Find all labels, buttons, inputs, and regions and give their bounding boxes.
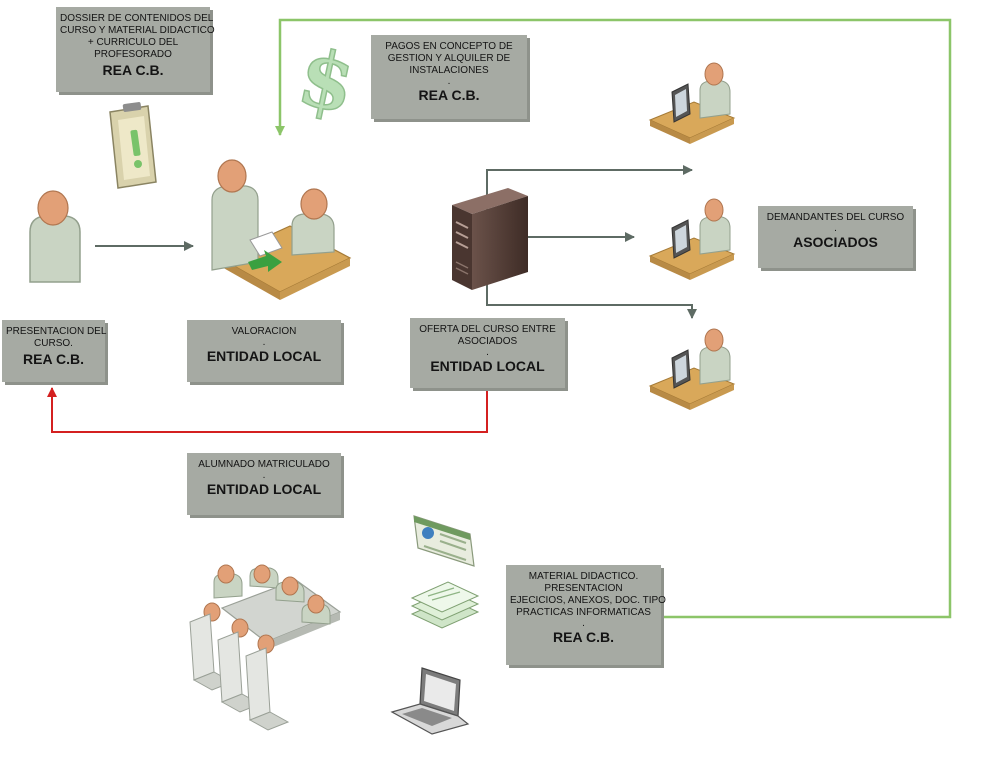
- arrow-material-loop: [275, 18, 952, 619]
- material-line-4: PRACTICAS INFORMATICAS: [516, 607, 651, 618]
- web-page-icon: [413, 515, 475, 567]
- user-at-computer-icon-bottom: [648, 328, 736, 410]
- material-box: MATERIAL DIDACTICO. PRESENTACION EJECICI…: [506, 565, 666, 665]
- oferta-line-1: OFERTA DEL CURSO ENTRE: [419, 324, 556, 335]
- oferta-entity: ENTIDAD LOCAL: [430, 358, 545, 374]
- server-icon: [452, 188, 528, 290]
- material-dot: .: [582, 618, 585, 629]
- alumnado-line-1: ALUMNADO MATRICULADO: [198, 459, 330, 470]
- user-at-computer-icon-top: [648, 62, 736, 144]
- pagos-line-2: GESTION Y ALQUILER DE: [387, 53, 511, 64]
- valoracion-entity: ENTIDAD LOCAL: [206, 348, 322, 364]
- dossier-line-1: DOSSIER DE CONTENIDOS DEL: [60, 13, 214, 24]
- alumnado-entity: ENTIDAD LOCAL: [206, 481, 322, 497]
- pagos-dot: .: [447, 76, 451, 87]
- pagos-line-1: PAGOS EN CONCEPTO DE: [385, 41, 513, 52]
- laptop-icon: [390, 667, 470, 735]
- pagos-entity: REA C.B.: [418, 87, 480, 103]
- presentacion-line-1: PRESENTACION DEL: [6, 326, 107, 337]
- user-at-computer-icon-middle: [648, 198, 736, 280]
- demandantes-dot: .: [834, 223, 837, 234]
- arrow-return-to-presentation: [47, 387, 488, 433]
- demandantes-box: DEMANDANTES DEL CURSO . ASOCIADOS: [758, 206, 913, 268]
- oferta-line-2: ASOCIADOS: [457, 336, 518, 347]
- dossier-line-4: PROFESORADO: [94, 49, 172, 60]
- presenter-person-icon: [29, 190, 81, 283]
- alumnado-dot: .: [262, 470, 266, 481]
- dossier-line-2: CURSO Y MATERIAL DIDACTICO: [60, 25, 215, 36]
- presentacion-entity: REA C.B.: [23, 351, 84, 367]
- dossier-box: DOSSIER DE CONTENIDOS DEL CURSO Y MATERI…: [56, 7, 215, 92]
- demandantes-line-1: DEMANDANTES DEL CURSO: [766, 212, 905, 223]
- valoracion-box: VALORACION . ENTIDAD LOCAL: [187, 320, 341, 382]
- oferta-dot: .: [486, 347, 489, 358]
- dossier-line-3: + CURRICULO DEL: [87, 37, 179, 48]
- oferta-box: OFERTA DEL CURSO ENTRE ASOCIADOS . ENTID…: [410, 318, 565, 388]
- meeting-desk-icon: [211, 159, 352, 300]
- material-line-3: EJECICIOS, ANEXOS, DOC. TIPO: [510, 595, 666, 606]
- material-line-2: PRESENTACION: [544, 583, 623, 594]
- dossier-entity: REA C.B.: [102, 62, 164, 78]
- pagos-box: PAGOS EN CONCEPTO DE GESTION Y ALQUILER …: [371, 35, 527, 119]
- classroom-students-icon: [189, 564, 342, 731]
- clipboard-alert-icon: [109, 102, 157, 189]
- valoracion-dot: .: [262, 337, 266, 348]
- demandantes-entity: ASOCIADOS: [793, 234, 878, 250]
- alumnado-box: ALUMNADO MATRICULADO . ENTIDAD LOCAL: [187, 453, 341, 515]
- material-entity: REA C.B.: [553, 629, 614, 645]
- dollar-icon: $: [291, 31, 363, 131]
- presentacion-line-2: CURSO.: [34, 338, 73, 349]
- pagos-line-3: INSTALACIONES: [409, 65, 489, 76]
- valoracion-line-1: VALORACION: [231, 326, 297, 337]
- presentacion-box: PRESENTACION DEL CURSO. REA C.B.: [2, 320, 107, 382]
- documents-stack-icon: [410, 581, 480, 629]
- material-line-1: MATERIAL DIDACTICO.: [528, 571, 639, 582]
